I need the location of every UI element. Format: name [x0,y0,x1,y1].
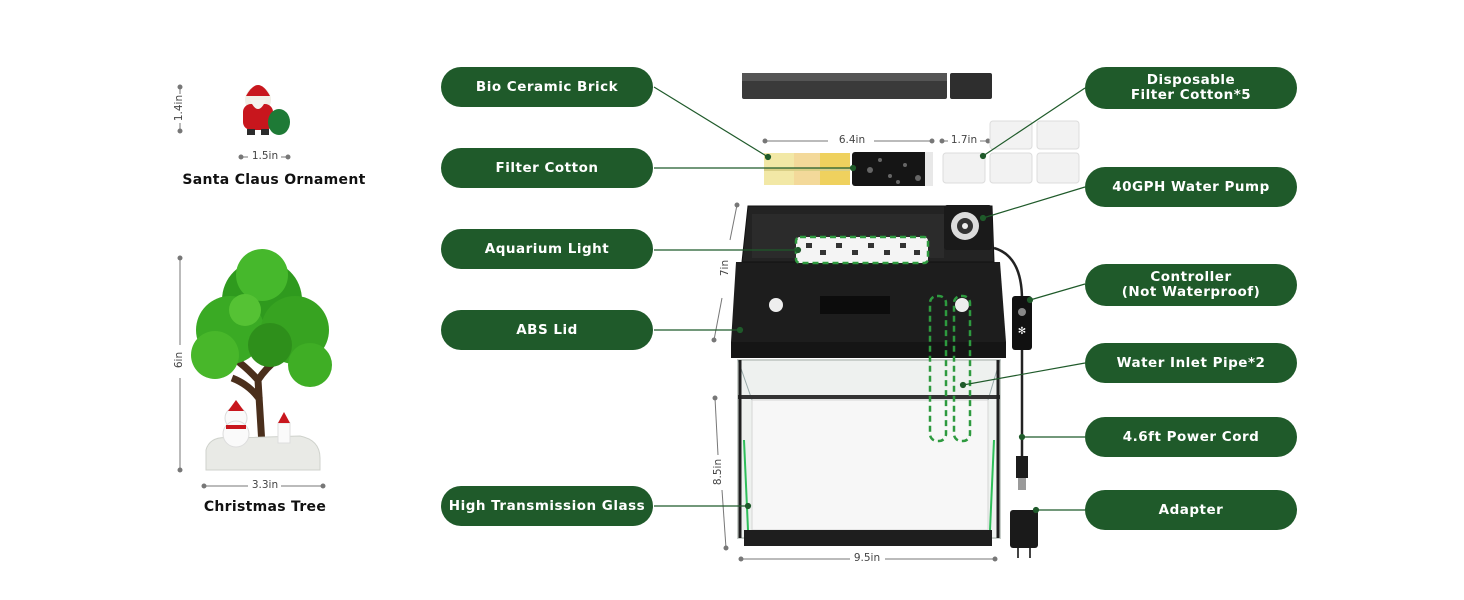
lid-cover-image [742,73,992,99]
label-disposable-filter-line2: Filter Cotton*5 [1130,87,1252,103]
label-aquarium-light: Aquarium Light [441,229,653,269]
leader-lines [653,86,1086,514]
label-bio-ceramic-brick: Bio Ceramic Brick [441,67,653,107]
santa-width-label: 1.5in [251,150,279,162]
label-high-transmission-glass-text: High Transmission Glass [448,497,646,514]
aquarium-light-image [794,235,930,265]
adapter-image [1010,510,1038,558]
label-water-pump: 40GPH Water Pump [1085,167,1297,207]
cotton-width-label: 1.7in [950,134,978,146]
tank-width-dimension [738,556,998,562]
label-disposable-filter-line1: Disposable [1146,72,1236,88]
power-cord-image: ✻ [993,246,1032,490]
tank-width-label: 9.5in [853,552,881,564]
tank-height-dimension [712,395,729,551]
label-bio-ceramic-brick-text: Bio Ceramic Brick [475,78,619,95]
tree-caption: Christmas Tree [203,499,327,515]
santa-height-dimension [177,84,183,134]
brick-width-dimension [762,138,935,144]
santa-ornament-image [243,75,290,135]
disposable-filter-cotton-image [942,120,1080,184]
label-filter-cotton-text: Filter Cotton [495,159,599,176]
label-adapter: Adapter [1085,490,1297,530]
label-abs-lid: ABS Lid [441,310,653,350]
tree-width-dimension [201,483,326,489]
tree-height-dimension [177,255,183,473]
brick-width-label: 6.4in [838,134,866,146]
label-abs-lid-text: ABS Lid [516,321,578,338]
label-filter-cotton: Filter Cotton [441,148,653,188]
label-high-transmission-glass: High Transmission Glass [441,486,653,526]
label-adapter-text: Adapter [1158,501,1224,518]
santa-caption: Santa Claus Ornament [182,172,366,188]
water-inlet-pipes-image [928,294,972,443]
label-controller-line2: (Not Waterproof) [1121,284,1261,300]
label-controller: Controller (Not Waterproof) [1085,264,1297,306]
label-power-cord-text: 4.6ft Power Cord [1122,428,1260,445]
christmas-tree-image [191,249,332,471]
tree-height-label: 6in [173,351,185,369]
lid-assembly-image [731,205,1006,358]
svg-text:✻: ✻ [1018,326,1026,337]
label-disposable-filter-cotton: Disposable Filter Cotton*5 [1085,67,1297,109]
label-water-inlet-pipe-text: Water Inlet Pipe*2 [1116,354,1266,371]
lid-height-label: 7in [719,259,731,277]
label-water-pump-text: 40GPH Water Pump [1112,178,1270,195]
tree-width-label: 3.3in [251,479,279,491]
tank-height-label: 8.5in [712,458,724,486]
santa-width-dimension [238,154,291,160]
santa-height-label: 1.4in [173,94,185,122]
label-power-cord: 4.6ft Power Cord [1085,417,1297,457]
label-aquarium-light-text: Aquarium Light [484,240,610,257]
tank-glass-image [737,359,1001,546]
label-water-inlet-pipe: Water Inlet Pipe*2 [1085,343,1297,383]
bio-ceramic-brick-image [764,152,933,186]
lid-height-dimension [711,202,740,343]
label-controller-line1: Controller [1150,269,1232,285]
